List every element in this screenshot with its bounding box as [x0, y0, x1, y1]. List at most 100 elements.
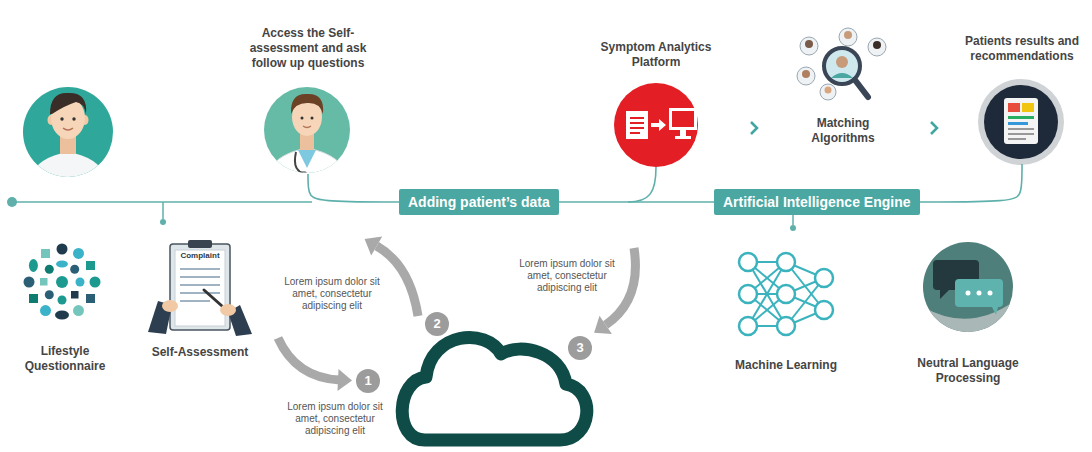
neural-network-icon: [739, 253, 833, 335]
doctor-neck: [300, 134, 314, 150]
note-text: Lorem ipsum dolor sit amet, consectetur …: [515, 258, 619, 294]
step-heading: Symptom Analytics Platform: [596, 40, 716, 70]
profile-bubble: [797, 67, 815, 85]
lifestyle-glyph: [40, 305, 51, 316]
document-symbol: [626, 111, 648, 139]
flow-arrow: [278, 338, 340, 380]
report-line: [1008, 138, 1026, 140]
stethoscope: [295, 152, 303, 173]
lifestyle-glyph: [40, 278, 48, 286]
chevron: [751, 122, 757, 134]
form-line: [180, 284, 220, 286]
timeline-connector: [920, 164, 1022, 202]
form-line: [180, 300, 210, 302]
doctor-step: Access the Self-assessment and ask follo…: [233, 26, 383, 174]
chevron: [931, 122, 937, 134]
step-heading: Patients results and recommendations: [960, 34, 1085, 64]
magnifier-handle: [855, 80, 868, 97]
lifestyle-glyph: [45, 290, 54, 299]
doctor-figure: [266, 94, 348, 180]
network-neuron: [739, 253, 757, 271]
analytics-icon: [614, 83, 698, 167]
lifestyle-glyph: [90, 277, 101, 288]
doctor-hair: [291, 94, 323, 114]
chat-icon-figure: [920, 242, 1016, 340]
document-line: [630, 127, 644, 129]
avatar-shirt: [28, 152, 108, 185]
clipboard-title: Complaint: [145, 251, 255, 261]
timeline-connector: [308, 174, 399, 202]
tick-dot: [160, 219, 166, 225]
report-block: [1022, 103, 1034, 112]
clipboard-icon: ComplaintSelf-Assessment: [145, 240, 255, 362]
document-line: [630, 122, 644, 124]
callout-digit: 1: [356, 369, 380, 393]
lifestyle-glyph: [41, 249, 50, 258]
lifestyle-glyph: [70, 265, 79, 274]
doctor-shirt: [298, 150, 316, 168]
lifestyle-glyph: [73, 305, 84, 316]
hand: [162, 300, 178, 312]
label-slot: Lorem ipsum dolor sit amet, consectetur …: [280, 276, 384, 312]
label-slot: Lorem ipsum dolor sit amet, consectetur …: [283, 401, 387, 437]
monitor-symbol: [669, 108, 697, 130]
avatar-figure: [28, 93, 108, 185]
doctor-avatar: [264, 87, 350, 180]
report-line: [1008, 133, 1034, 135]
profile-face: [844, 31, 852, 39]
tick-dot: [790, 225, 796, 231]
profile-face: [802, 70, 810, 78]
icon-caption: Lifestyle Questionnaire: [15, 344, 115, 374]
network-icon: Machine Learning: [726, 240, 846, 375]
callout-digit: 3: [568, 336, 592, 360]
chat-dot: [977, 291, 982, 296]
lifestyle-glyph: [24, 277, 35, 288]
lifestyle-glyph: [57, 244, 68, 255]
profile-face: [805, 40, 813, 48]
document-line: [630, 117, 644, 119]
cloud-symbol: [402, 337, 587, 440]
stage-band: Adding patient’s data: [399, 189, 559, 215]
profile-bubble: [839, 28, 857, 46]
clipboard-clip: [188, 240, 212, 248]
report-bar: [1008, 116, 1034, 119]
lifestyle-glyph: [55, 311, 69, 320]
timeline-line: [12, 201, 312, 203]
arrow-head: [338, 369, 353, 391]
icon-caption: Self-Assessment: [145, 345, 255, 360]
chat-icon: Neutral Language Processing: [911, 240, 1026, 390]
hand: [220, 304, 236, 316]
chat-tail: [992, 307, 998, 315]
tablet-symbol: [1004, 98, 1038, 144]
timeline-connector: [559, 201, 714, 203]
form-line: [180, 292, 220, 294]
matched-face: [836, 56, 848, 68]
callout-number: 1: [356, 369, 380, 393]
timeline-start-dot: [7, 197, 17, 207]
profile-bubble: [800, 37, 818, 55]
lifestyle-icon-cluster: [24, 244, 101, 320]
step-caption: Matching Algorithms: [793, 116, 893, 146]
questionnaire-icon: Lifestyle Questionnaire: [15, 238, 115, 376]
matching-step: Matching Algorithms: [793, 28, 893, 148]
avatar-eye: [60, 117, 63, 120]
matching-illustration: [797, 28, 886, 100]
callout-digit: 2: [425, 312, 449, 336]
network-neuron: [815, 301, 833, 319]
document-line: [630, 132, 640, 134]
step-heading: Access the Self-assessment and ask follo…: [233, 26, 383, 71]
chat-dot: [966, 291, 971, 296]
report-line: [1008, 128, 1034, 130]
band-label: Adding patient’s data: [399, 189, 559, 215]
network-neuron: [777, 317, 795, 335]
profile-bubble: [868, 38, 886, 56]
results-step: Patients results and recommendations: [960, 34, 1085, 164]
matched-body: [831, 73, 853, 78]
form-line: [180, 276, 220, 278]
doctor-eye: [301, 117, 304, 120]
profile-face: [873, 41, 881, 49]
network-neuron: [777, 285, 795, 303]
lifestyle-glyph: [86, 294, 95, 303]
